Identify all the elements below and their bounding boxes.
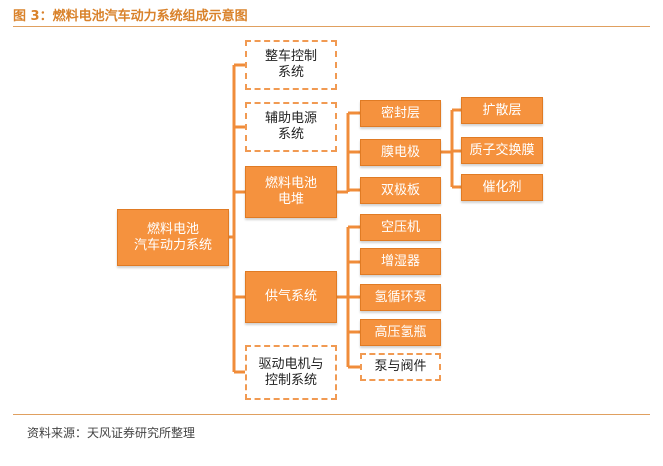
node-bipolar-plate: 双极板 (360, 177, 441, 204)
source-note: 资料来源：天风证券研究所整理 (27, 426, 196, 440)
node-pump-and-valves: 泵与阀件 (360, 353, 441, 381)
footer-divider (13, 414, 650, 415)
node-aux-power-system: 辅助电源 系统 (245, 102, 337, 152)
node-diffusion-layer: 扩散层 (461, 97, 543, 124)
node-drive-motor-control-system: 驱动电机与 控制系统 (245, 345, 337, 400)
node-air-supply-system: 供气系统 (245, 271, 337, 323)
title-divider (13, 26, 650, 27)
node-humidifier: 增湿器 (360, 248, 441, 275)
node-proton-exchange-membrane: 质子交换膜 (461, 137, 543, 164)
node-membrane-electrode: 膜电极 (360, 139, 441, 166)
node-body-control-system: 整车控制 系统 (245, 40, 337, 90)
node-seal-layer: 密封层 (360, 100, 441, 127)
node-hydrogen-recirculation-pump: 氢循环泵 (360, 284, 441, 311)
node-catalyst: 催化剂 (461, 174, 543, 201)
root-node: 燃料电池 汽车动力系统 (117, 209, 229, 266)
node-fuel-cell-stack: 燃料电池 电堆 (245, 166, 337, 218)
figure-title: 图 3：燃料电池汽车动力系统组成示意图 (13, 9, 248, 24)
node-air-compressor: 空压机 (360, 214, 441, 241)
node-high-pressure-hydrogen-tank: 高压氢瓶 (360, 319, 441, 346)
